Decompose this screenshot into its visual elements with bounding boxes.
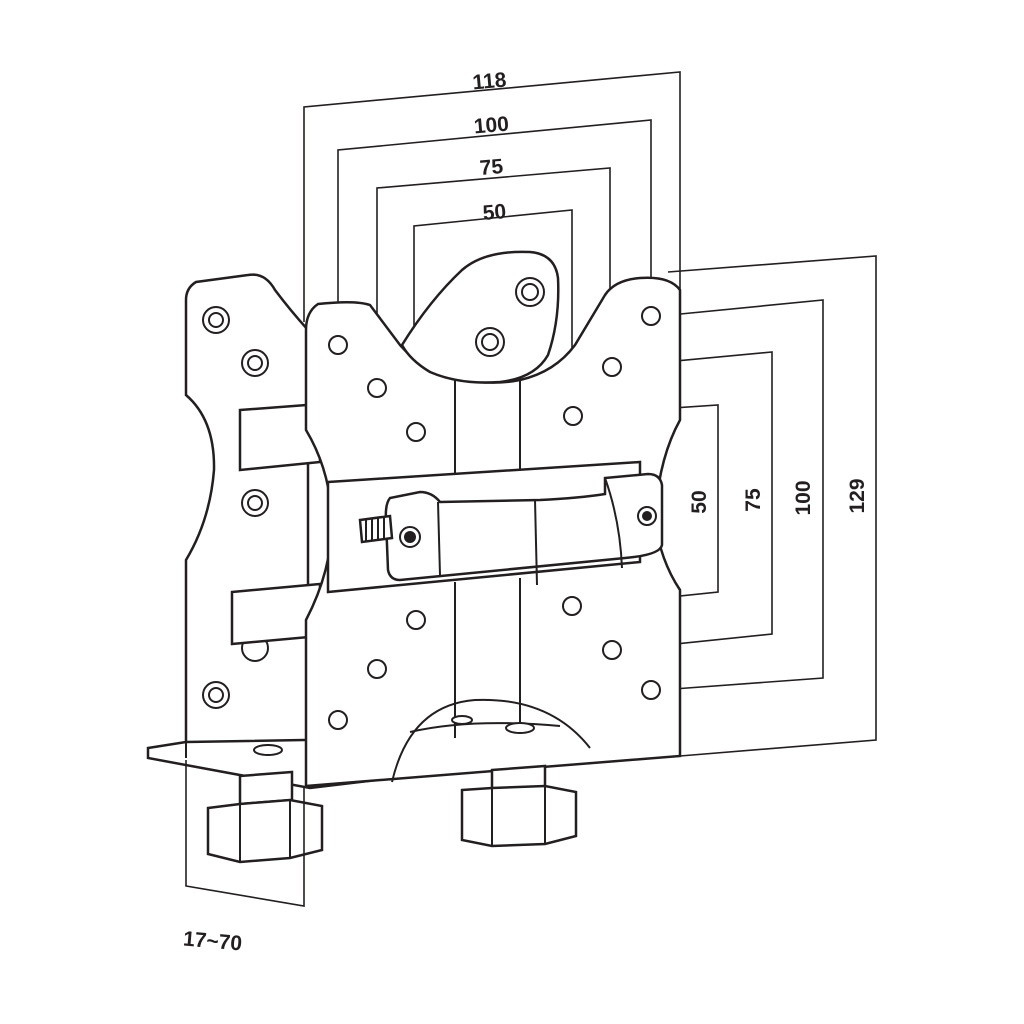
dim-label-v50: 50	[688, 490, 711, 513]
dimension-labels: 118 100 75 50 50 75 100 129 17~70	[182, 69, 869, 956]
vesa-hole-75	[602, 357, 622, 377]
dim-label-clamp-range: 17~70	[182, 927, 243, 955]
base-screw-hole	[505, 722, 535, 734]
vesa-hole-50	[406, 610, 426, 630]
vesa-hole-100	[328, 710, 348, 730]
slide-bars	[230, 402, 322, 646]
dim-label-v100: 100	[792, 480, 815, 515]
dim-label-v129: 129	[846, 478, 869, 513]
dim-label-v75: 75	[742, 488, 765, 512]
vesa-hole-50	[562, 596, 582, 616]
back-plate	[184, 273, 310, 762]
vesa-hole-50	[563, 406, 583, 426]
clamp-range-dimension	[185, 760, 305, 907]
adjustment-knobs	[206, 764, 578, 864]
vesa-hole-100	[328, 335, 348, 355]
top-adapter-plate	[400, 250, 560, 384]
vesa-hole-118	[641, 306, 661, 326]
clamp-band	[326, 460, 664, 594]
dim-label-75: 75	[479, 155, 505, 180]
dim-label-100: 100	[473, 113, 510, 139]
vesa-hole-75	[367, 378, 387, 398]
dim-label-50: 50	[482, 200, 507, 225]
vesa-hole-100	[641, 680, 661, 700]
vesa-hole-50	[406, 422, 426, 442]
base-screw-hole	[253, 744, 283, 756]
dim-label-118: 118	[472, 69, 508, 95]
vesa-hole-75	[602, 640, 622, 660]
vesa-hole-75	[367, 659, 387, 679]
vertical-dimension-lines	[583, 255, 877, 757]
